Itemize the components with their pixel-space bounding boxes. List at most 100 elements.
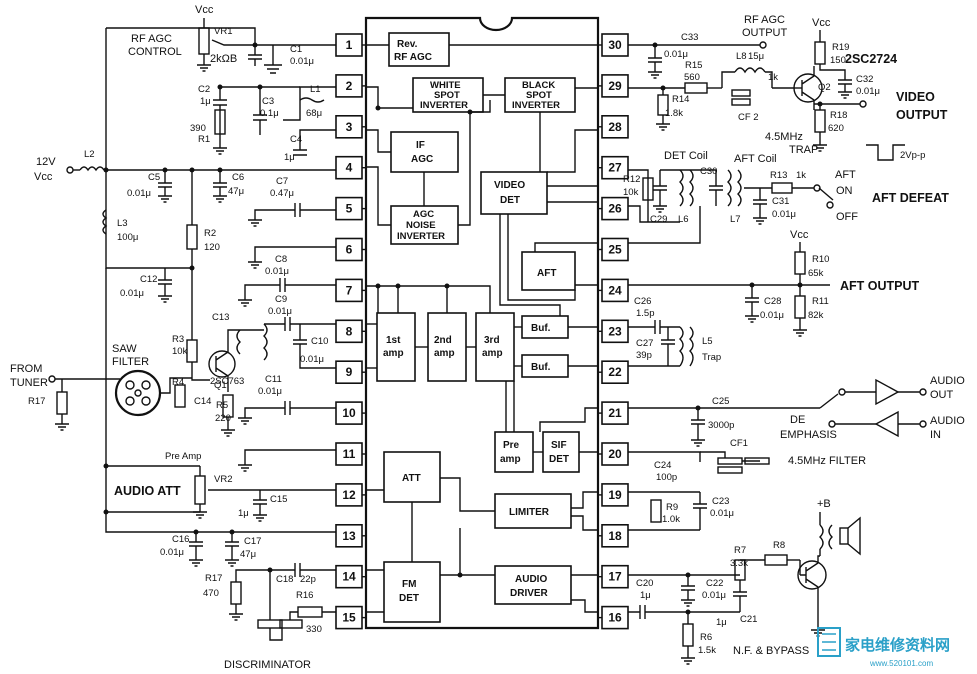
block-rev-rf-agc-1: Rev. (397, 39, 418, 50)
label-l2: L2 (84, 149, 95, 160)
block-if-agc-1: IF (416, 140, 425, 151)
label-de-emphasis-1: DE (790, 414, 805, 426)
label-c32-val: 0.01μ (856, 86, 880, 97)
label-r15: R15 (685, 60, 702, 71)
label-r12: R12 (623, 174, 640, 185)
label-vr2: VR2 (214, 474, 232, 485)
label-c11-val: 0.01μ (258, 386, 282, 397)
label-pre-amp-note: Pre Amp (165, 451, 201, 462)
label-l3: L3 (117, 218, 128, 229)
pin-label: 30 (608, 38, 622, 52)
label-c11: C11 (265, 374, 282, 385)
ground-symbol (189, 559, 203, 567)
label-r3-val: 10k (172, 346, 188, 357)
label-audio-in-1: AUDIO (930, 415, 965, 427)
ground-symbols (55, 64, 852, 665)
label-q1-type: 2SC763 (210, 376, 244, 387)
label-r4: R4 (172, 377, 184, 388)
ground-symbol (653, 205, 667, 213)
pin-label: 24 (608, 283, 622, 297)
label-r10-val: 65k (808, 268, 824, 279)
pin-9: 9 (335, 360, 366, 385)
pin-2: 2 (335, 74, 366, 98)
label-c25-val: 3000p (708, 420, 734, 431)
block-att: ATT (402, 473, 421, 484)
label-c23: C23 (712, 496, 729, 507)
pin-label: 9 (346, 365, 353, 379)
label-c23-val: 0.01μ (710, 508, 734, 519)
label-supply-1: 12V (36, 156, 56, 168)
pin-label: 26 (608, 202, 622, 216)
label-audio-out-2: OUT (930, 389, 954, 401)
label-c14: C14 (194, 396, 211, 407)
label-c26-val: 1.5p (636, 308, 655, 319)
label-c21: C21 (740, 614, 757, 625)
internal-wires (366, 44, 598, 613)
label-trap-l5: Trap (702, 352, 721, 363)
pin-label: 12 (342, 488, 356, 502)
ic-package (364, 16, 600, 630)
label-c20-val: 1μ (640, 590, 651, 601)
label-c1-val: 0.01μ (290, 56, 314, 67)
block-amp1-2: amp (383, 348, 404, 359)
label-from-tuner-1: FROM (10, 363, 42, 375)
ground-symbol (158, 195, 172, 203)
pin-7: 7 (335, 278, 366, 303)
label-c7: C7 (276, 176, 288, 187)
block-agc-noise-1: AGC (413, 209, 434, 220)
pin-19: 19 (598, 483, 629, 507)
label-vpp: 2Vp-p (900, 150, 925, 161)
label-q2-type: 2SC2724 (845, 52, 897, 66)
label-l1: L1 (310, 84, 321, 95)
block-agc-noise-2: NOISE (406, 220, 436, 231)
pin-15: 15 (335, 605, 366, 630)
pin-label: 15 (342, 611, 356, 625)
ground-symbol (225, 559, 239, 567)
label-c16: C16 (172, 534, 189, 545)
label-c4: C4 (290, 134, 302, 145)
pin-14: 14 (335, 564, 366, 589)
label-c3-val: 0.1μ (260, 108, 279, 119)
label-audio-att: AUDIO ATT (114, 484, 181, 498)
ground-symbol (213, 195, 227, 203)
pin-label: 2 (346, 79, 353, 93)
label-q1: Q1 (214, 380, 227, 391)
label-r18-val: 620 (828, 123, 844, 134)
block-amp2-1: 2nd (434, 335, 452, 346)
label-c27-val: 39p (636, 350, 652, 361)
label-c33: C33 (681, 32, 698, 43)
label-r17b-val: 470 (203, 588, 219, 599)
pin-1: 1 (335, 33, 366, 57)
pin-18: 18 (598, 523, 629, 548)
junction-dots (103, 42, 823, 615)
label-r17a: R17 (28, 396, 45, 407)
block-amp3-1: 3rd (484, 335, 500, 346)
pin-29: 29 (598, 74, 629, 98)
block-video-det-2: DET (500, 195, 520, 206)
pin-label: 10 (342, 406, 356, 420)
label-c16-val: 0.01μ (160, 547, 184, 558)
pin-4: 4 (335, 155, 366, 180)
pin-28: 28 (598, 115, 629, 139)
ground-symbol (229, 613, 243, 621)
label-r10: R10 (812, 254, 829, 265)
label-vr1: VR1 (214, 26, 232, 37)
block-pre-amp-2: amp (500, 454, 521, 465)
label-l5: L5 (702, 336, 713, 347)
label-r13-val: 1k (796, 170, 806, 181)
ground-symbol (238, 417, 252, 425)
block-agc-noise-3: INVERTER (397, 231, 445, 242)
label-c29: C29 (650, 214, 667, 225)
label-r7: R7 (734, 545, 746, 556)
ground-symbol (838, 91, 852, 99)
pin-label: 6 (346, 243, 353, 257)
pin-label: 27 (608, 161, 622, 175)
label-audio-in-2: IN (930, 429, 941, 441)
label-c5-val: 0.01μ (127, 188, 151, 199)
watermark: 家电维修资料网 www.520101.com (817, 627, 950, 668)
block-audio-driver-2: DRIVER (510, 588, 549, 599)
label-cf2: CF 2 (738, 112, 759, 123)
label-r9-val: 1.0k (662, 514, 680, 525)
